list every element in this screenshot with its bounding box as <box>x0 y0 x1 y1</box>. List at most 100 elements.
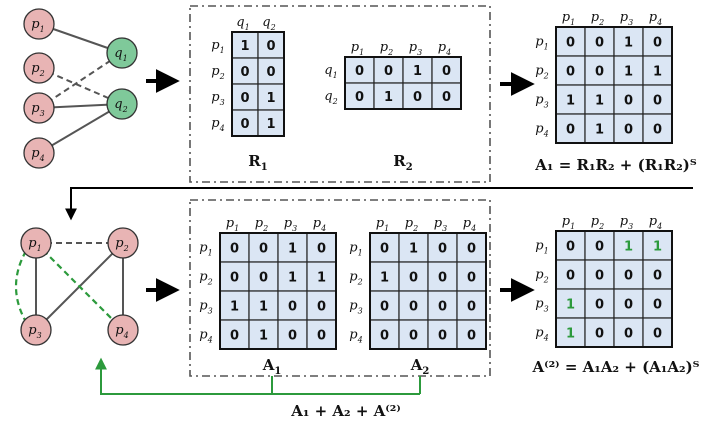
R1-cell-3-1 <box>257 109 285 137</box>
edge-p4-q2 <box>38 103 123 154</box>
node-p3 <box>23 92 55 124</box>
A1-col-p3: p3 <box>284 216 297 233</box>
R2-border <box>344 56 462 110</box>
A1-col-p4: p4 <box>313 216 326 233</box>
node-p4 <box>23 137 55 169</box>
A2_result-value-0-0: 0 <box>566 240 575 255</box>
A1-cell-1-3 <box>306 261 337 292</box>
A1_top-value-2-3: 0 <box>653 94 662 109</box>
A2-value-1-0: 1 <box>380 271 389 286</box>
A2_result-border <box>555 230 673 348</box>
A1_top-row-p1: p1 <box>535 35 548 52</box>
A2-value-2-0: 0 <box>380 300 389 315</box>
A2_result-value-1-1: 0 <box>595 269 604 284</box>
A2-cell-2-3 <box>456 290 487 321</box>
A2_result-value-2-1: 0 <box>595 298 604 313</box>
A2_result-value-2-3: 0 <box>653 298 662 313</box>
R2-col-p2: p2 <box>380 40 393 57</box>
A2_result-row-p4: p4 <box>535 326 548 343</box>
A1_top-row-p4: p4 <box>535 122 548 139</box>
node2-label-p3: p3 <box>28 323 41 340</box>
A2_result-row-p2: p2 <box>535 268 548 285</box>
A1-value-2-2: 0 <box>288 300 297 315</box>
A1-row-p4: p4 <box>199 328 212 345</box>
A1-value-2-1: 1 <box>259 300 268 315</box>
R1-value-2-1: 1 <box>266 91 275 106</box>
A2-border <box>369 232 487 350</box>
A2-value-0-0: 0 <box>380 242 389 257</box>
R2-col-p1: p1 <box>351 40 364 57</box>
R1-value-1-0: 0 <box>240 65 249 80</box>
label-a1: A1 <box>262 356 282 377</box>
A1_top-value-1-1: 0 <box>595 65 604 80</box>
A1-value-1-3: 1 <box>317 271 326 286</box>
A1-value-0-2: 1 <box>288 242 297 257</box>
A1_top-border <box>555 26 673 144</box>
R1-value-2-0: 0 <box>240 91 249 106</box>
A1-value-1-1: 0 <box>259 271 268 286</box>
A1_top-cell-1-2 <box>613 55 644 86</box>
node-label-q2: q2 <box>114 97 127 114</box>
A2-col-p1: p1 <box>376 216 389 233</box>
A1_top-value-3-2: 0 <box>624 123 633 138</box>
A2_result-col-p3: p3 <box>620 214 633 231</box>
A1_top-value-3-3: 0 <box>653 123 662 138</box>
A2_result-row-p1: p1 <box>535 239 548 256</box>
A1_top-value-1-3: 1 <box>653 65 662 80</box>
A2-col-p2: p2 <box>405 216 418 233</box>
label-r1: R1 <box>248 152 267 173</box>
A1_top-col-p2: p2 <box>591 10 604 27</box>
node-p2 <box>23 52 55 84</box>
A2_result-cell-3-0 <box>555 317 586 348</box>
A1-value-1-0: 0 <box>230 271 239 286</box>
A2-cell-0-1 <box>398 232 429 263</box>
R2-cell-1-3 <box>431 82 462 110</box>
R2-value-1-3: 0 <box>442 90 451 105</box>
A2-cell-2-2 <box>427 290 458 321</box>
R1-col-q2: q2 <box>262 15 275 32</box>
A1_top-value-0-1: 0 <box>595 36 604 51</box>
R1-row-p1: p1 <box>211 38 224 55</box>
R1-cell-1-0 <box>231 57 259 85</box>
A2_result-value-2-0: 1 <box>566 298 575 313</box>
R2-value-0-1: 0 <box>384 64 393 79</box>
A1-row-p1: p1 <box>199 241 212 258</box>
R1-row-p3: p3 <box>211 90 224 107</box>
R2-value-0-0: 0 <box>355 64 364 79</box>
A2-value-0-2: 0 <box>438 242 447 257</box>
A1_top-col-p1: p1 <box>562 10 575 27</box>
R2-col-p4: p4 <box>438 40 451 57</box>
R1-value-0-1: 0 <box>266 39 275 54</box>
A2_result-value-1-0: 0 <box>566 269 575 284</box>
A2_result-value-3-1: 0 <box>595 327 604 342</box>
A2-col-p4: p4 <box>463 216 476 233</box>
A1-row-p2: p2 <box>199 270 212 287</box>
A1-value-3-2: 0 <box>288 329 297 344</box>
A1-cell-1-1 <box>248 261 279 292</box>
A1_top-value-1-0: 0 <box>566 65 575 80</box>
R2-col-p3: p3 <box>409 40 422 57</box>
node2-p1 <box>20 227 52 259</box>
A1_top-value-1-2: 1 <box>624 65 633 80</box>
A2-value-1-2: 0 <box>438 271 447 286</box>
R2-value-0-3: 0 <box>442 64 451 79</box>
A2-row-p1: p1 <box>349 241 362 258</box>
R1-col-q1: q1 <box>236 15 249 32</box>
connector-top-to-bottom <box>65 187 693 221</box>
equation-a2: A⁽²⁾ = A₁A₂ + (A₁A₂)ᵀ <box>531 358 699 376</box>
A2-row-p4: p4 <box>349 328 362 345</box>
A2-cell-3-2 <box>427 319 458 350</box>
green-edge-p1-p3 <box>15 250 27 323</box>
label-r2: R2 <box>393 152 412 173</box>
A1-row-p3: p3 <box>199 299 212 316</box>
A2_result-value-3-2: 0 <box>624 327 633 342</box>
A2-row-p3: p3 <box>349 299 362 316</box>
node2-label-p4: p4 <box>115 323 128 340</box>
A2-value-3-0: 0 <box>380 329 389 344</box>
A1_top-value-3-1: 1 <box>595 123 604 138</box>
A1-cell-0-2 <box>277 232 308 263</box>
A1_top-col-p3: p3 <box>620 10 633 27</box>
